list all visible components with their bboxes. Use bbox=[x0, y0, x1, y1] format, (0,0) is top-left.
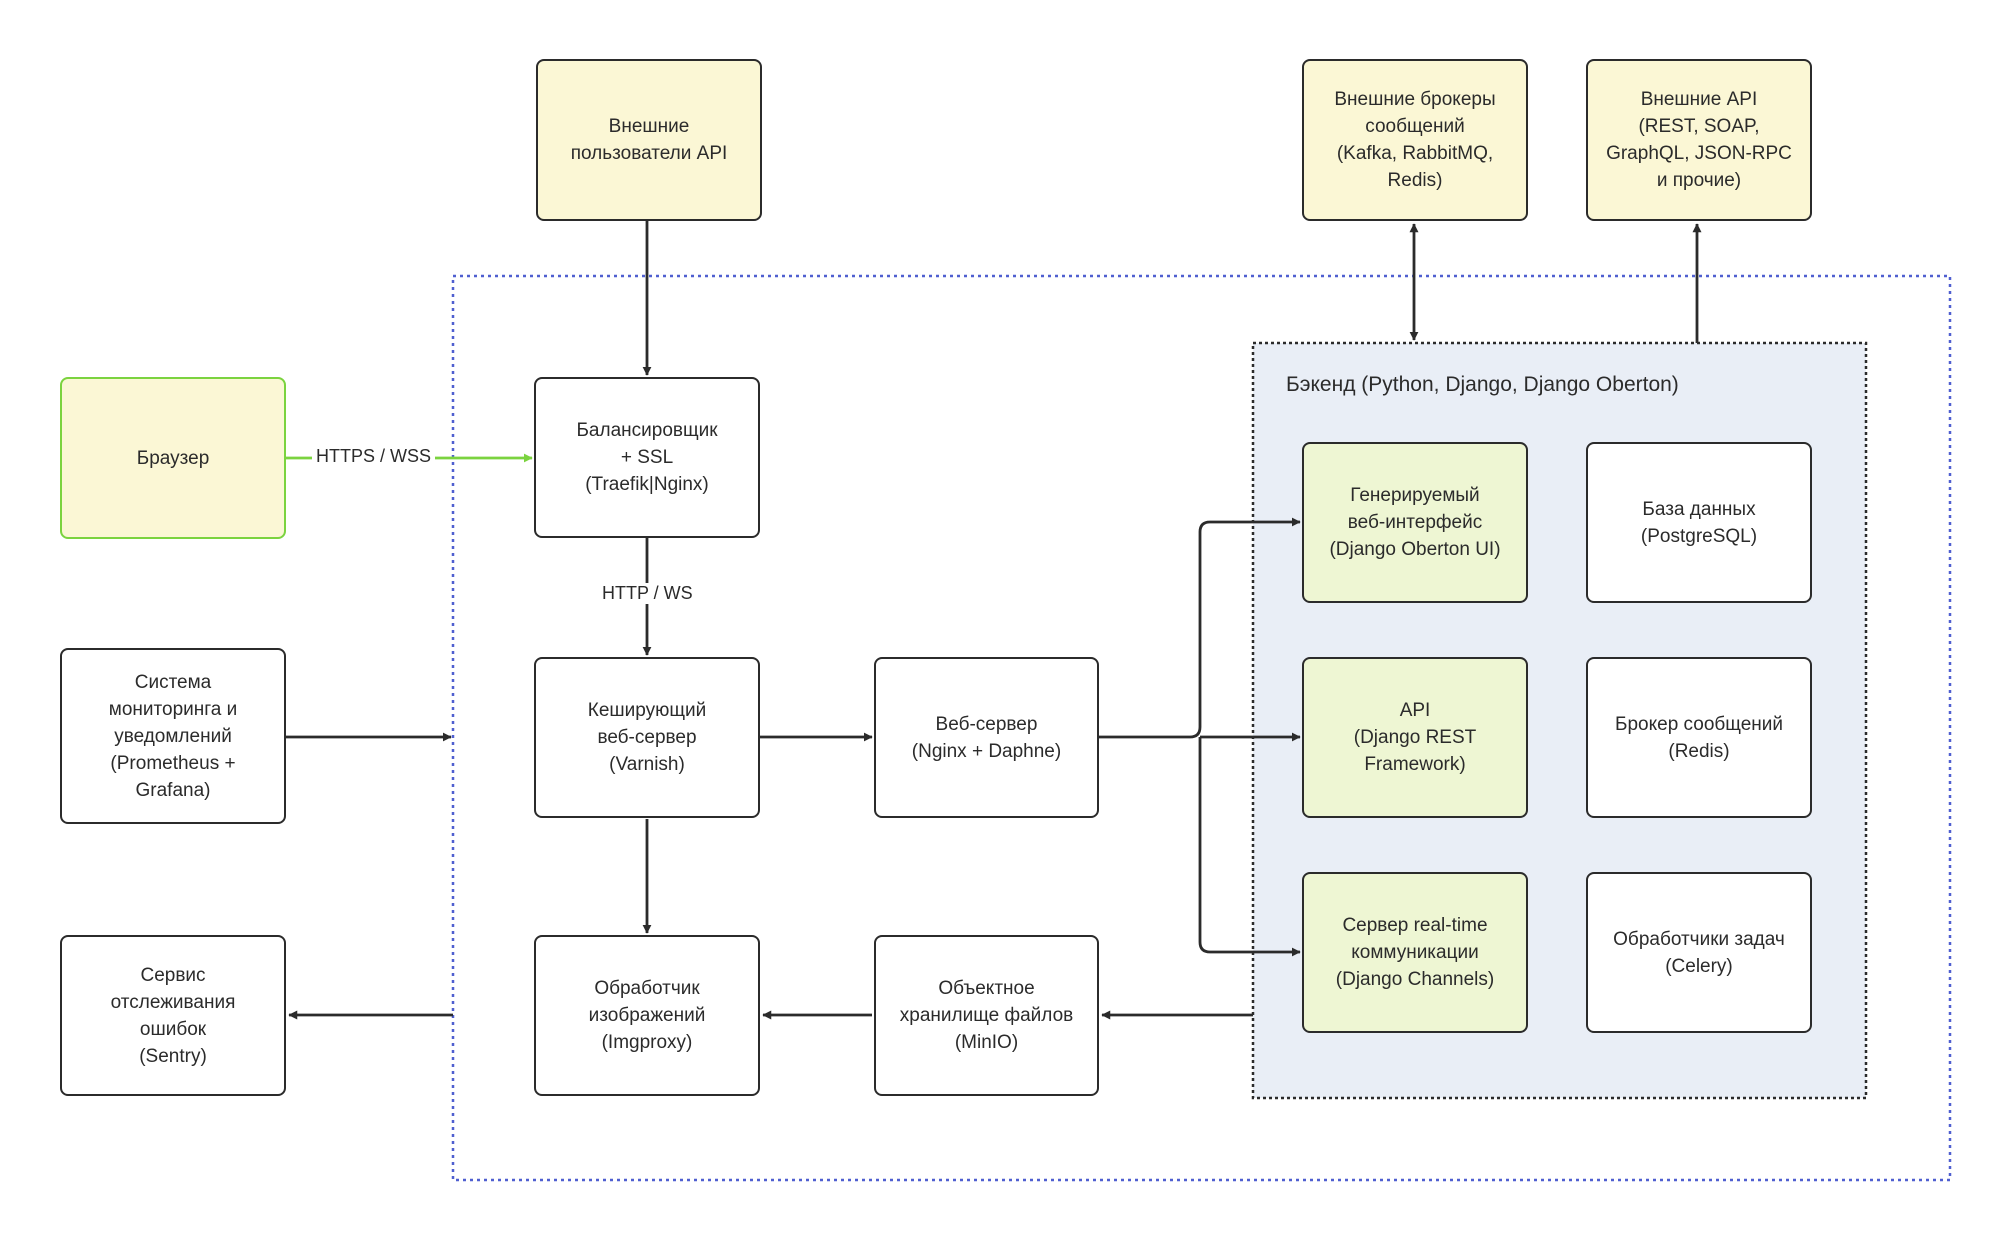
web-server-node: Веб-сервер(Nginx + Daphne) bbox=[874, 657, 1099, 818]
message-broker-node: Брокер сообщений(Redis) bbox=[1586, 657, 1812, 818]
external-apis-node: Внешние API(REST, SOAP,GraphQL, JSON-RPC… bbox=[1586, 59, 1812, 221]
edge-label-http-ws: HTTP / WS bbox=[598, 583, 697, 604]
infrastructure-boundary bbox=[451, 274, 1952, 1182]
backend-group-title: Бэкенд (Python, Django, Django Oberton) bbox=[1286, 373, 1679, 396]
edge-webserver-to-realtime bbox=[1198, 737, 1301, 957]
task-workers-node: Обработчики задач(Celery) bbox=[1586, 872, 1812, 1033]
load-balancer-node: Балансировщик+ SSL(Traefik|Nginx) bbox=[534, 377, 760, 538]
edge-webserver-fanout bbox=[1099, 517, 1301, 739]
browser-node: Браузер bbox=[60, 377, 286, 539]
database-node: База данных(PostgreSQL) bbox=[1586, 442, 1812, 603]
edge-label-https-wss: HTTPS / WSS bbox=[312, 446, 436, 467]
